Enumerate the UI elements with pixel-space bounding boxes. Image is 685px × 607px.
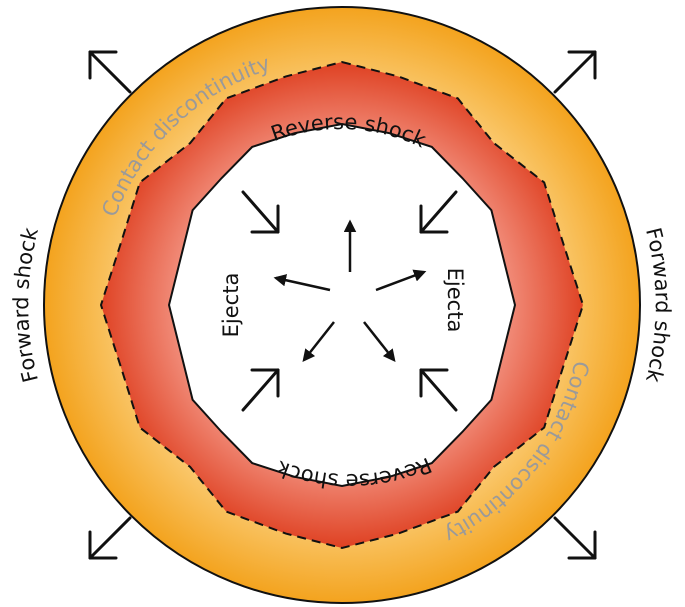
outward-arrow-icon-bottom-left: [88, 516, 132, 560]
radial-arrow-icon-down-right: [363, 321, 396, 362]
forward-shock-label-left: Forward shock: [9, 224, 43, 384]
inward-arrow-icon-top-right: [419, 190, 458, 234]
inward-arrow-icon-top-left: [241, 190, 280, 234]
outward-arrow-icon-bottom-right: [553, 516, 597, 560]
radial-arrow-icon-down-left: [302, 321, 335, 362]
radial-arrow-icons: [273, 219, 427, 362]
radial-arrow-icon-left: [273, 274, 331, 292]
ejecta-label-right: Ejecta: [443, 268, 467, 333]
inward-arrow-icon-bottom-right: [419, 368, 458, 412]
outward-arrow-icon-top-right: [553, 50, 597, 94]
inward-arrow-icon-bottom-left: [241, 368, 280, 412]
outward-arrow-icons: [88, 50, 597, 560]
ejecta-label-left: Ejecta: [219, 273, 243, 338]
radial-arrow-icon-right: [375, 269, 427, 292]
inward-arrow-icons: [241, 190, 458, 412]
forward-shock-label-right: Forward shock: [641, 225, 675, 385]
outward-arrow-icon-top-left: [88, 50, 132, 94]
